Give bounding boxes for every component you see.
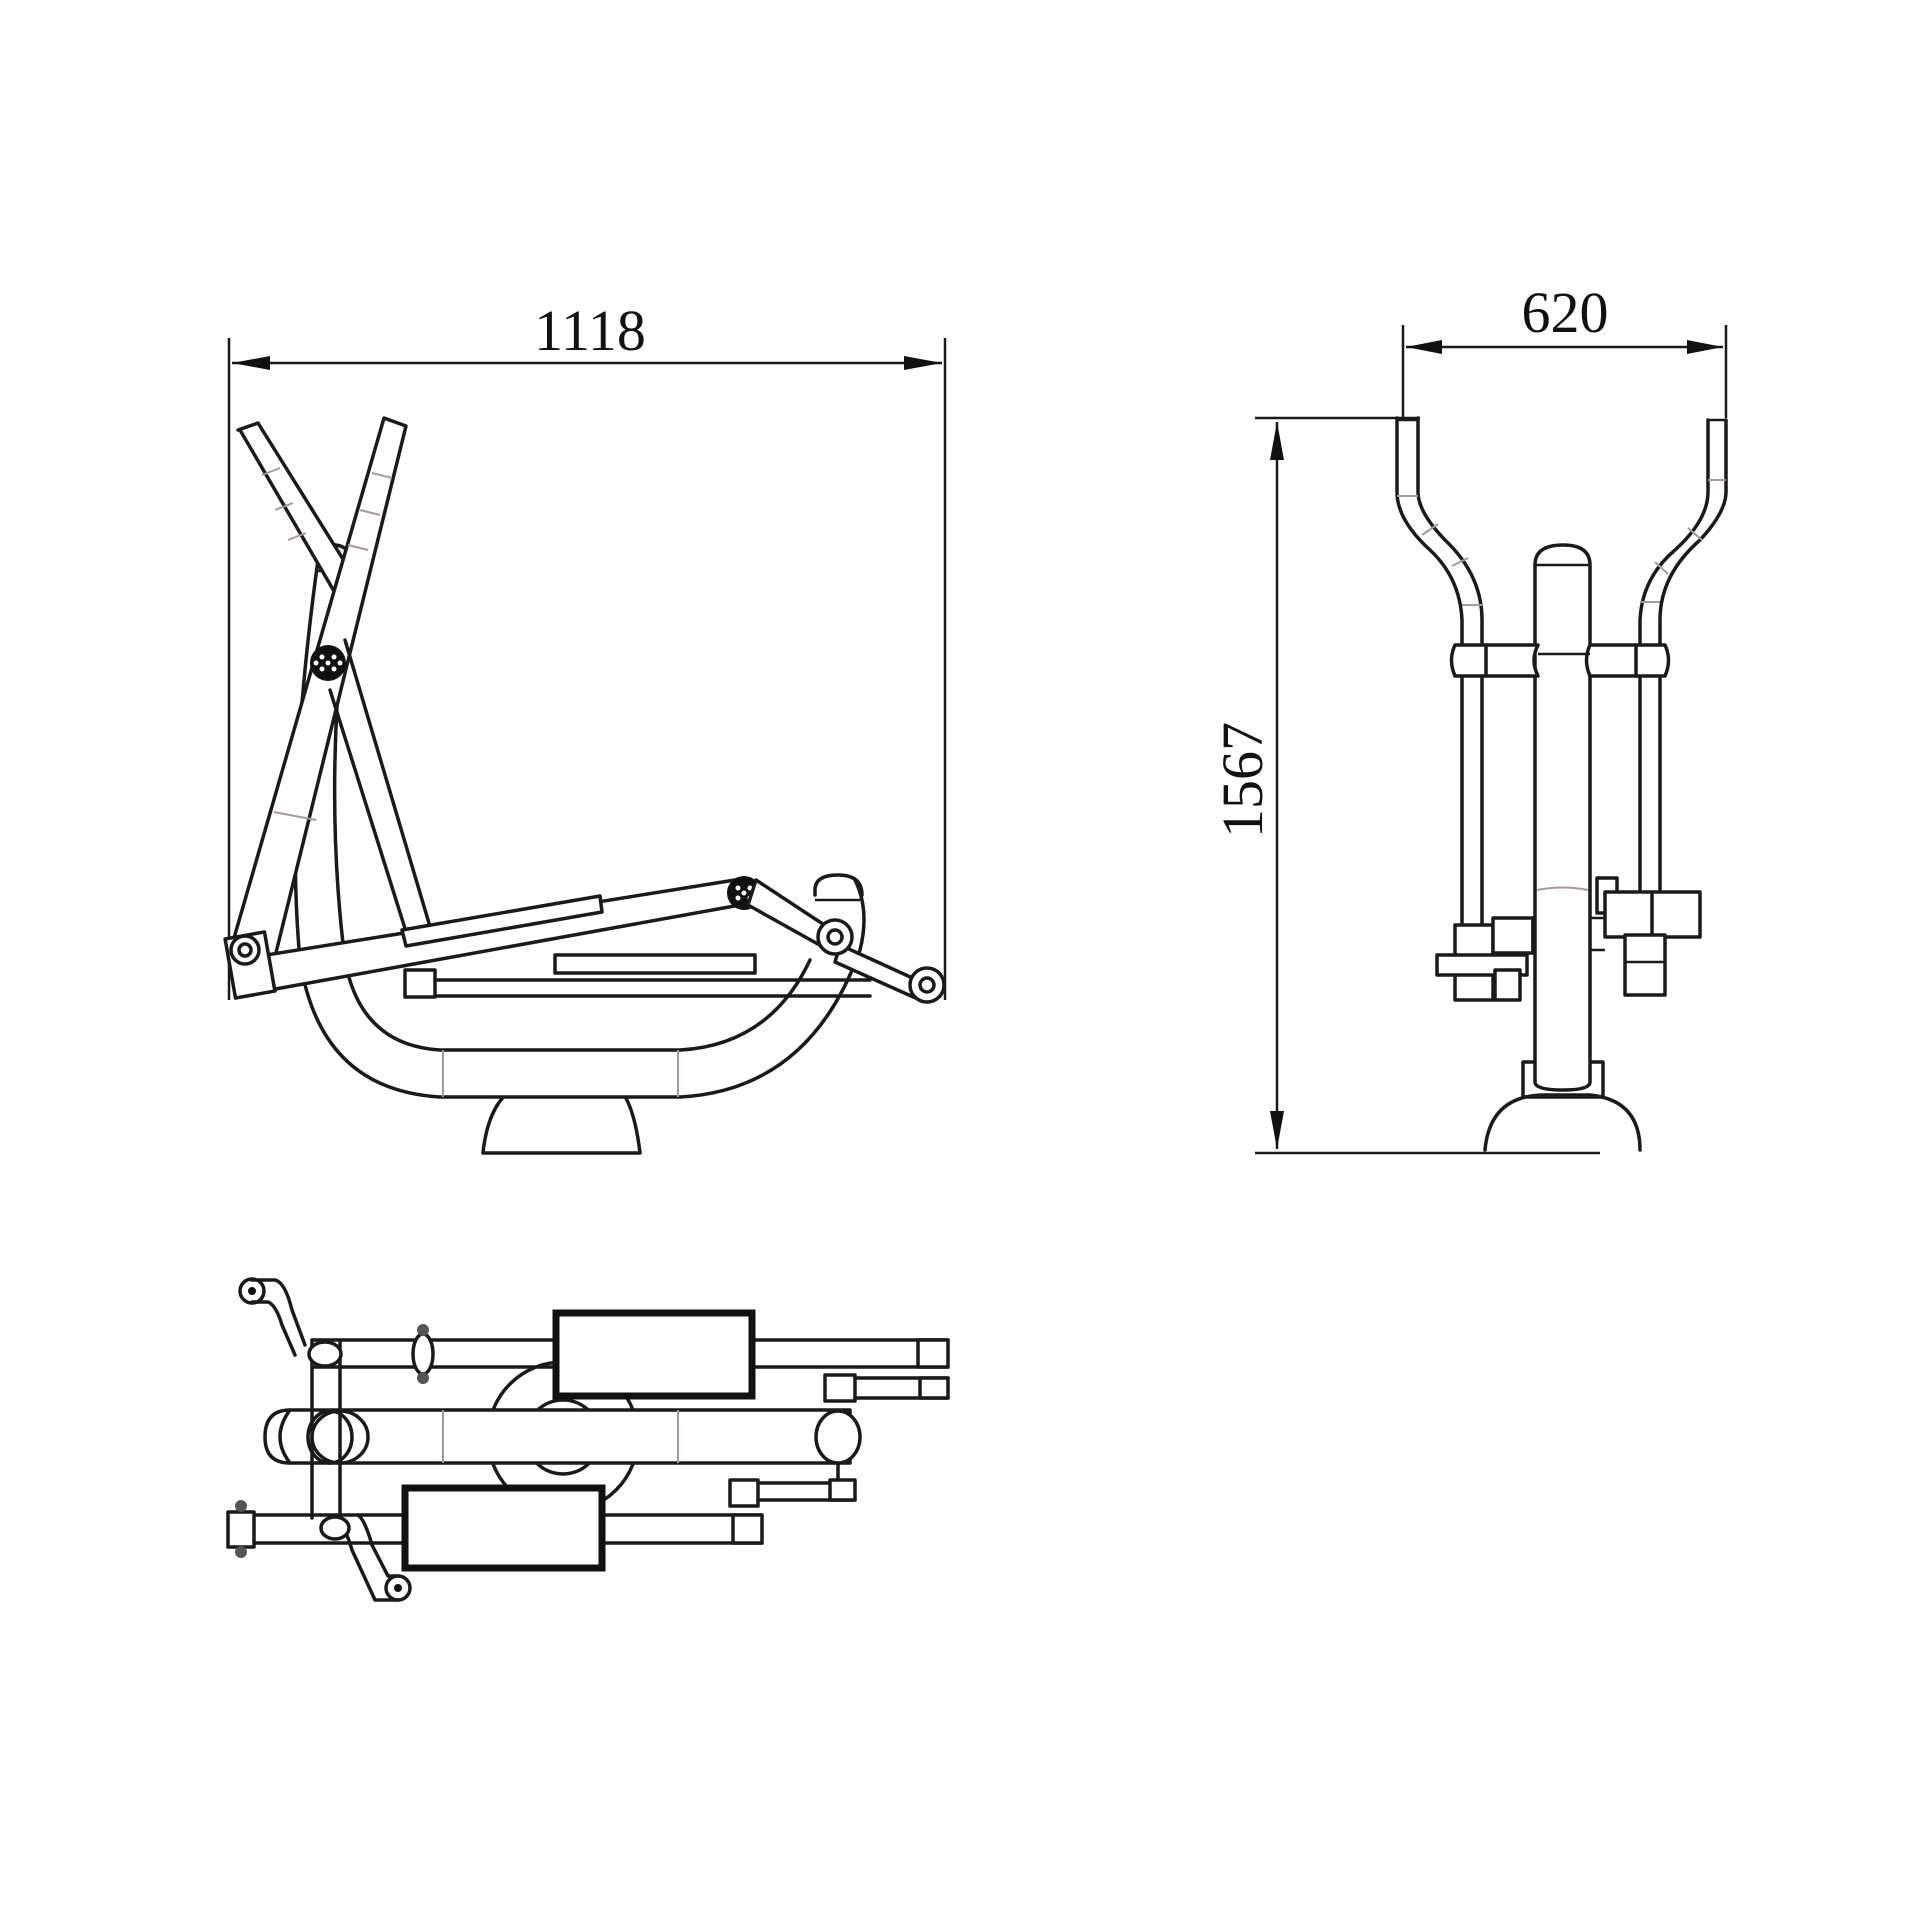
dimension-label-front-width: 620: [1522, 280, 1609, 345]
side-view: [223, 416, 946, 1155]
dimension-620: 620: [1401, 280, 1728, 418]
dimension-label-height: 1567: [1210, 722, 1275, 838]
top-view: [226, 1277, 950, 1602]
dimension-label-width: 1118: [534, 298, 646, 363]
front-view: [1395, 416, 1728, 1152]
dimension-1567: 1567: [1210, 416, 1600, 1155]
dimension-1118: 1118: [227, 298, 947, 1000]
